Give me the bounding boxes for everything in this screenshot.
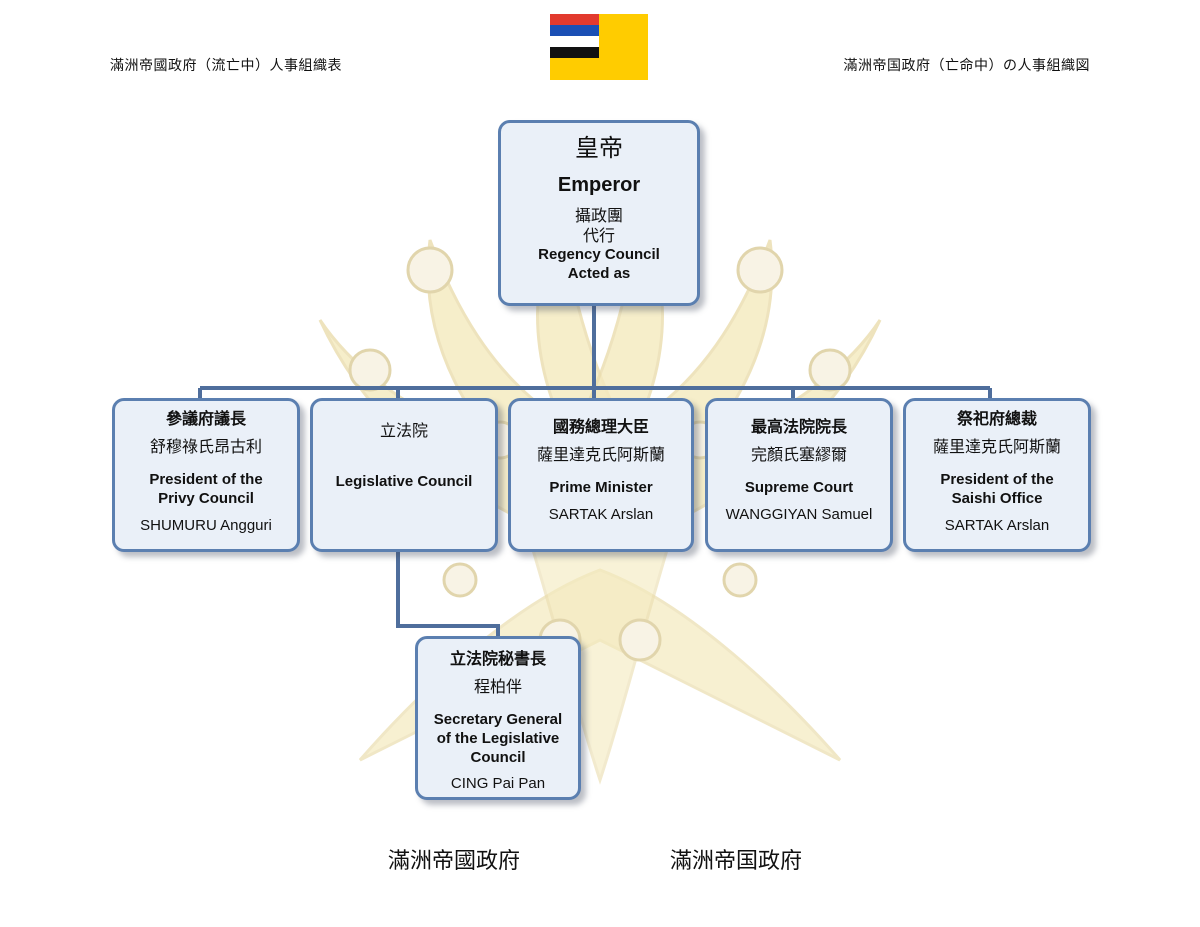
pm-name-en: SARTAK Arslan bbox=[548, 505, 654, 523]
emperor-title-cjk: 皇帝 bbox=[575, 134, 623, 162]
privy-council-box: 參議府議長 舒穆祿氏昂古利 President of the Privy Cou… bbox=[112, 398, 300, 552]
secretary-title-cjk: 立法院秘書長 bbox=[449, 649, 546, 668]
pm-name-cjk: 薩里達克氏阿斯蘭 bbox=[536, 445, 665, 464]
legislative-council-box: 立法院 Legislative Council bbox=[310, 398, 498, 552]
secretary-name-cjk: 程柏伴 bbox=[473, 677, 522, 696]
regency-council-cjk: 攝政團 bbox=[574, 206, 623, 225]
court-name-en: WANGGIYAN Samuel bbox=[725, 505, 873, 523]
prime-minister-box: 國務總理大臣 薩里達克氏阿斯蘭 Prime Minister SARTAK Ar… bbox=[508, 398, 694, 552]
privy-name-en: SHUMURU Angguri bbox=[140, 516, 272, 534]
header-right-title: 滿洲帝国政府（亡命中）の人事組織図 bbox=[843, 58, 1090, 74]
connector-legislative-to-secretary bbox=[396, 552, 500, 636]
saishi-title-cjk: 祭祀府總裁 bbox=[956, 409, 1037, 428]
flag-red-stripe bbox=[550, 14, 599, 25]
secretary-title-en-line3: Council bbox=[470, 748, 526, 766]
pm-title-en: Prime Minister bbox=[549, 479, 653, 496]
saishi-office-box: 祭祀府總裁 薩里達克氏阿斯蘭 President of the Saishi O… bbox=[903, 398, 1091, 552]
emperor-title-en: Emperor bbox=[557, 174, 641, 196]
privy-title-en-line1: President of the bbox=[149, 471, 263, 488]
header-left-title: 滿洲帝國政府（流亡中）人事組織表 bbox=[110, 58, 342, 74]
flag-white-stripe bbox=[550, 36, 599, 47]
footer-right-title: 滿洲帝国政府 bbox=[670, 849, 803, 874]
saishi-name-cjk: 薩里達克氏阿斯蘭 bbox=[932, 437, 1061, 456]
flag-black-stripe bbox=[550, 47, 599, 58]
legislative-title-cjk: 立法院 bbox=[379, 421, 428, 440]
privy-title-cjk: 參議府議長 bbox=[165, 409, 246, 428]
saishi-title-en-line2: Saishi Office bbox=[951, 489, 1043, 507]
supreme-court-box: 最高法院院長 完顏氏塞繆爾 Supreme Court WANGGIYAN Sa… bbox=[705, 398, 893, 552]
saishi-title-en-line1: President of the bbox=[940, 471, 1054, 488]
acted-as-en: Acted as bbox=[567, 264, 631, 282]
secretary-title-en-line1: Secretary General bbox=[433, 711, 563, 728]
secretary-name-en: CING Pai Pan bbox=[450, 775, 546, 793]
privy-name-cjk: 舒穆祿氏昂古利 bbox=[149, 437, 262, 456]
secretary-title-en-line2: of the Legislative bbox=[436, 729, 560, 747]
manchukuo-flag bbox=[550, 14, 648, 80]
acted-as-cjk: 代行 bbox=[582, 226, 615, 245]
court-title-cjk: 最高法院院長 bbox=[750, 417, 847, 436]
emperor-box: 皇帝 Emperor 攝政團 代行 Regency Council Acted … bbox=[498, 120, 700, 306]
flag-blue-stripe bbox=[550, 25, 599, 36]
regency-council-en: Regency Council bbox=[538, 246, 660, 263]
privy-title-en-line2: Privy Council bbox=[158, 489, 254, 507]
secretary-general-box: 立法院秘書長 程柏伴 Secretary General of the Legi… bbox=[415, 636, 581, 800]
legislative-title-en: Legislative Council bbox=[335, 473, 473, 490]
court-name-cjk: 完顏氏塞繆爾 bbox=[750, 445, 847, 464]
court-title-en: Supreme Court bbox=[744, 479, 854, 496]
pm-title-cjk: 國務總理大臣 bbox=[552, 417, 649, 436]
footer-left-title: 滿洲帝國政府 bbox=[388, 849, 521, 874]
saishi-name-en: SARTAK Arslan bbox=[944, 516, 1050, 534]
